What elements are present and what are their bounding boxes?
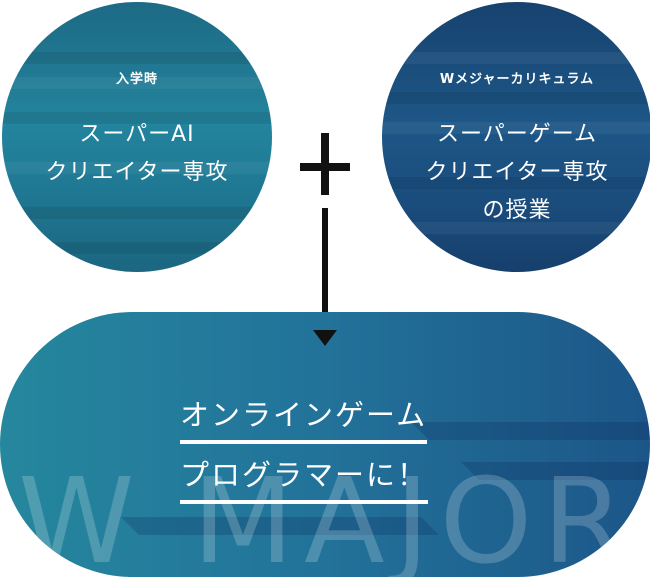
title-line: スーパーAI xyxy=(79,122,195,147)
result-line-2: プログラマーに！ xyxy=(180,452,429,504)
result-banner: W MAJOR オンラインゲーム プログラマーに！ xyxy=(0,312,650,577)
entry-major-circle: 入学時 スーパーAI クリエイター専攻 xyxy=(2,2,272,272)
title-line: クリエイター専攻 xyxy=(45,160,229,185)
entry-major-title: スーパーAI クリエイター専攻 xyxy=(2,116,272,192)
arrow-head-icon xyxy=(313,330,337,346)
title-line: クリエイター専攻 xyxy=(425,160,609,185)
arrow-down-icon xyxy=(322,208,328,333)
title-line: スーパーゲーム xyxy=(436,122,598,147)
title-line: の授業 xyxy=(482,198,552,223)
result-line-1: オンラインゲーム xyxy=(180,392,428,444)
double-major-title: スーパーゲーム クリエイター専攻 の授業 xyxy=(382,116,650,230)
double-major-circle: Wメジャーカリキュラム スーパーゲーム クリエイター専攻 の授業 xyxy=(382,2,650,272)
entry-caption: 入学時 xyxy=(115,72,158,87)
w-major-watermark: W MAJOR xyxy=(18,452,635,577)
double-major-caption: Wメジャーカリキュラム xyxy=(439,72,595,87)
plus-icon-vertical xyxy=(321,133,329,195)
